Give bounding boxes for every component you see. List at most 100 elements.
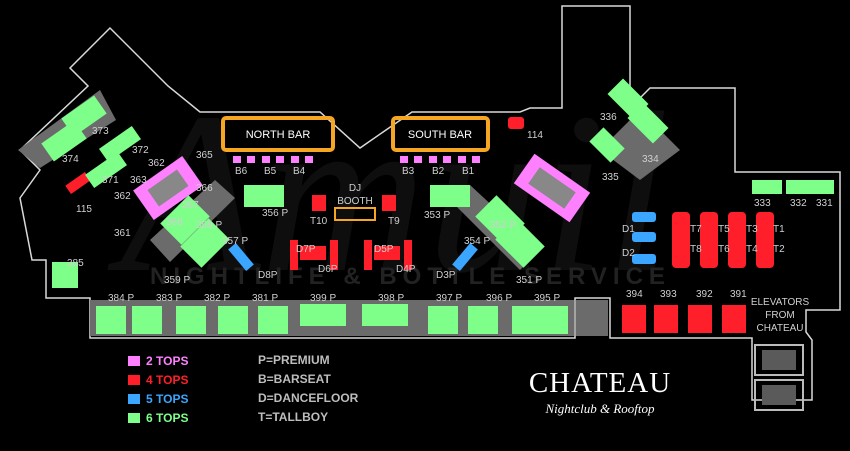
table-label: 385: [67, 258, 84, 269]
table-label: 394: [626, 289, 643, 300]
table-label: 354 P: [464, 236, 490, 247]
table-label: 334: [642, 154, 659, 165]
table-label: 335: [602, 172, 619, 183]
elevator-2: [754, 379, 804, 411]
table-label: B4: [293, 166, 306, 177]
legend-label: 2 TOPS: [146, 353, 189, 368]
table-label: 114: [527, 130, 543, 141]
table-label: D8P: [258, 270, 278, 281]
brand-name: CHATEAU: [528, 367, 672, 399]
table-label: T2: [773, 244, 785, 255]
elevator-1-car: [762, 350, 796, 370]
table-label: 362: [114, 191, 131, 202]
table-labels: 373 374 372 371 115 362 365 363 366 362 …: [62, 112, 833, 304]
table-label: 115: [76, 204, 92, 215]
venue-outline: [18, 5, 841, 401]
legend-swatch: [128, 355, 140, 366]
elevators-label: ELEVATORS FROM CHATEAU: [751, 297, 810, 334]
dj-booth-label-2: BOOTH: [337, 196, 373, 207]
table-label: 374: [62, 154, 79, 165]
table-label: 331: [816, 198, 833, 209]
table-label: D1: [622, 224, 635, 235]
abbreviation-key: P=PREMIUM B=BARSEAT D=DANCEFLOOR T=TALLB…: [258, 351, 358, 427]
legend-label: 6 TOPS: [146, 410, 189, 425]
booth-row-floor-end: [576, 300, 608, 336]
table-label: T9: [388, 216, 400, 227]
table-label: D4P: [396, 264, 416, 275]
table-label: 381 P: [252, 293, 278, 304]
table-label: D3P: [436, 270, 456, 281]
north-bar-label: NORTH BAR: [246, 129, 311, 141]
table-label: 333: [754, 198, 771, 209]
table-label: 352 P: [490, 220, 516, 231]
legend-swatch: [128, 393, 140, 404]
table-label: 332: [790, 198, 807, 209]
south-bar-label: SOUTH BAR: [408, 129, 472, 141]
elevator-2-car: [762, 385, 796, 405]
north-bar[interactable]: [221, 116, 335, 152]
table-label: 357 P: [222, 236, 248, 247]
table-label: 356 P: [262, 208, 288, 219]
green-tables[interactable]: [41, 78, 834, 334]
legend-swatch: [128, 412, 140, 423]
table-label: 383 P: [156, 293, 182, 304]
legend-item-2-tops: 2 TOPS: [128, 351, 188, 370]
table-label: B6: [235, 166, 248, 177]
table-label: D5P: [374, 244, 394, 255]
ne-floor: [600, 110, 680, 180]
key-premium: P=PREMIUM: [258, 353, 330, 367]
table-label: 359 P: [164, 275, 190, 286]
legend-item-5-tops: 5 TOPS: [128, 389, 188, 408]
table-label: 365: [196, 150, 213, 161]
table-label: T8: [690, 244, 702, 255]
brand-logo: CHATEAU Nightclub & Rooftop: [520, 368, 680, 417]
blue-tables[interactable]: [228, 212, 656, 271]
table-label: T6: [718, 244, 730, 255]
table-label: D6P: [318, 264, 338, 275]
table-label: 353 P: [424, 210, 450, 221]
table-label: T5: [718, 224, 730, 235]
table-label: 358 P: [196, 220, 222, 231]
table-label: 363: [130, 175, 147, 186]
table-label: B2: [432, 166, 445, 177]
legend-item-4-tops: 4 TOPS: [128, 370, 188, 389]
table-label: 382 P: [204, 293, 230, 304]
table-label: 351 P: [516, 275, 542, 286]
red-tables[interactable]: [65, 117, 774, 333]
table-label: 368: [166, 217, 183, 228]
pink-tables[interactable]: [133, 153, 591, 223]
table-label: 367: [182, 200, 199, 211]
table-label: B3: [402, 166, 415, 177]
svg-text:FROM: FROM: [765, 310, 794, 321]
table-label: 396 P: [486, 293, 512, 304]
table-label: 336: [600, 112, 617, 123]
bar-seats: [233, 156, 480, 163]
table-label: 371: [102, 175, 119, 186]
table-label: D7P: [296, 244, 316, 255]
table-label: D2: [622, 248, 635, 259]
table-label: B1: [462, 166, 475, 177]
key-tallboy: T=TALLBOY: [258, 410, 329, 424]
table-label: 361: [114, 228, 131, 239]
south-bar[interactable]: [391, 116, 490, 152]
table-label: 393: [660, 289, 677, 300]
table-label: T7: [690, 224, 702, 235]
table-label: 391: [730, 289, 747, 300]
legend-item-6-tops: 6 TOPS: [128, 408, 188, 427]
legend-label: 5 TOPS: [146, 391, 189, 406]
svg-text:CHATEAU: CHATEAU: [756, 323, 803, 334]
dj-booth: [334, 207, 376, 221]
legend: 2 TOPS 4 TOPS 5 TOPS 6 TOPS: [128, 351, 188, 427]
table-label: 373: [92, 126, 109, 137]
table-label: T10: [310, 216, 328, 227]
table-label: 384 P: [108, 293, 134, 304]
elevator-1: [754, 344, 804, 376]
brand-tagline: Nightclub & Rooftop: [545, 401, 655, 416]
table-label: 398 P: [378, 293, 404, 304]
key-dancefloor: D=DANCEFLOOR: [258, 391, 359, 405]
table-label: 395 P: [534, 293, 560, 304]
legend-swatch: [128, 374, 140, 385]
svg-text:ELEVATORS: ELEVATORS: [751, 297, 810, 308]
key-barseat: B=BARSEAT: [258, 372, 331, 386]
table-label: 362: [148, 158, 165, 169]
